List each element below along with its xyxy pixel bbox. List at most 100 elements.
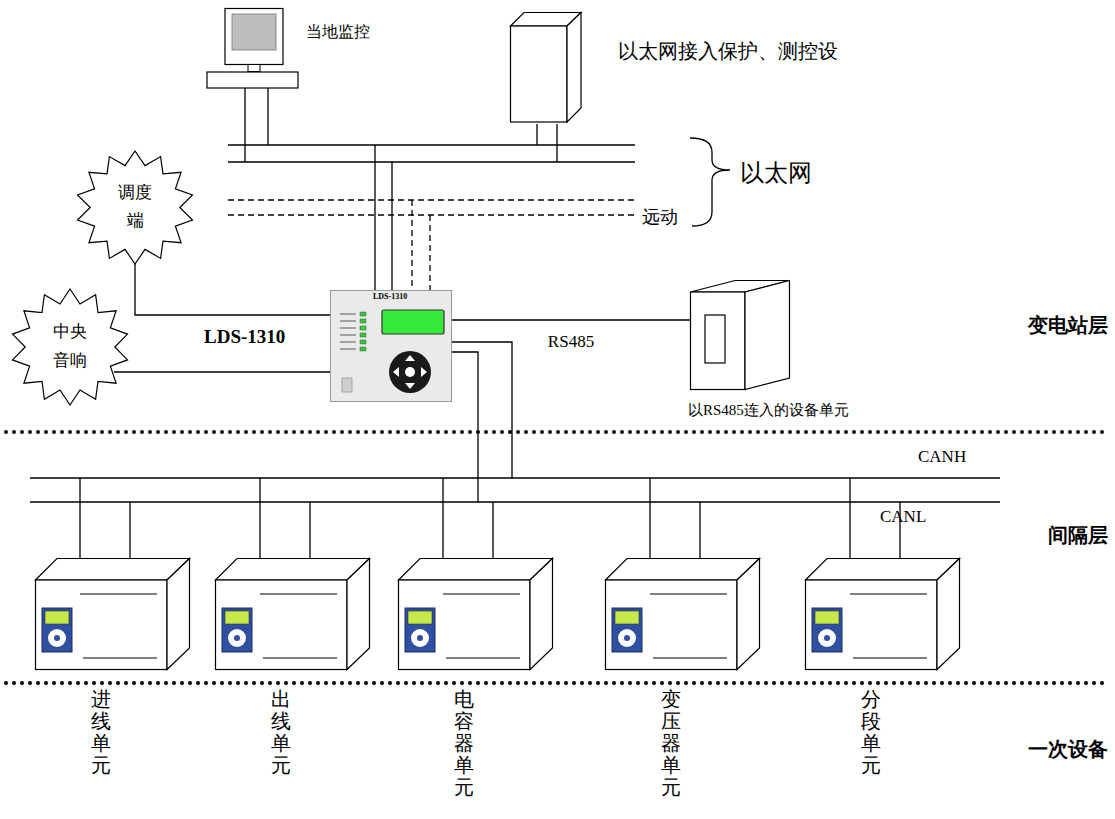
unit-lcd <box>815 611 839 624</box>
layer-label: 一次设备 <box>1028 736 1108 763</box>
key-up <box>405 355 415 361</box>
device-model: LDS-1310 <box>373 292 407 301</box>
unit-faceplate <box>612 608 642 652</box>
bay-unit: 电容器单元 <box>398 558 553 670</box>
unit-front <box>606 580 738 670</box>
connector-line <box>452 319 690 320</box>
unit-side <box>737 559 760 670</box>
bus-drop <box>244 108 245 162</box>
led-caption <box>340 320 356 322</box>
signal-name: CANH <box>918 447 966 467</box>
unit-side <box>937 559 960 670</box>
bus-drop <box>267 108 268 145</box>
can-drop <box>699 502 700 558</box>
key-right <box>421 367 427 377</box>
unit-faceplate <box>222 608 252 652</box>
unit-front <box>691 292 746 390</box>
unit-side <box>167 559 190 670</box>
cabinet-side <box>567 13 581 123</box>
layer-separator <box>6 430 1108 434</box>
device-label: 以太网接入保护、测控设 <box>618 38 838 65</box>
status-led <box>360 326 366 330</box>
lds-controller: LDS-1310 <box>330 290 452 402</box>
unit-side <box>530 559 553 670</box>
rsbox-drawing <box>690 280 790 390</box>
bus-label: 远动 <box>642 205 678 229</box>
rs485-device: 以RS485连入的设备单元 <box>690 280 790 390</box>
unit-top <box>606 559 760 581</box>
panel-line <box>650 593 727 594</box>
ethernet-bus <box>228 161 635 162</box>
device-label: LDS-1310 <box>204 326 285 348</box>
telecontrol-bus <box>228 214 635 215</box>
unit-top <box>216 559 370 581</box>
bus-label: 以太网 <box>740 157 812 189</box>
can-drop <box>129 502 130 558</box>
led-caption <box>340 327 356 329</box>
edge-label: RS485 <box>546 332 596 352</box>
unit-front <box>806 580 938 670</box>
unit-name: 电容器单元 <box>454 688 474 798</box>
bay-drawing <box>35 558 190 670</box>
unit-key <box>54 635 60 641</box>
keyboard-base <box>207 72 298 88</box>
can-drop <box>452 352 478 502</box>
monitor <box>225 9 283 65</box>
bay-unit: 出线单元 <box>215 558 370 670</box>
status-led <box>360 347 366 351</box>
computer-drawing <box>205 8 300 108</box>
unit-faceplate <box>812 608 842 652</box>
key-enter <box>405 367 415 377</box>
can-drop <box>309 502 310 558</box>
monitor-neck <box>248 65 260 72</box>
bus-drop <box>536 124 537 145</box>
starburst-outline <box>13 289 128 405</box>
unit-side <box>745 281 790 390</box>
unit-key <box>624 635 630 641</box>
unit-lcd <box>408 611 432 624</box>
ethernet-bus <box>228 144 635 145</box>
panel-line <box>446 657 520 658</box>
bus-drop <box>374 145 375 290</box>
status-led <box>360 340 366 344</box>
layer-label: 变电站层 <box>1028 312 1108 339</box>
can-drop <box>492 502 493 558</box>
lcd-screen <box>382 310 444 334</box>
panel-line <box>260 593 337 594</box>
unit-front <box>36 580 168 670</box>
cabinet-front <box>511 26 568 122</box>
panel-line <box>263 657 337 658</box>
computer-terminal: 当地监控 <box>205 8 300 108</box>
burst-drawing <box>75 150 195 265</box>
unit-top <box>806 559 960 581</box>
unit-front <box>399 580 531 670</box>
screen <box>232 14 276 50</box>
telecontrol-bus <box>228 199 635 200</box>
computer-leg <box>244 88 245 108</box>
led-caption <box>340 334 356 336</box>
bus-drop <box>556 124 557 162</box>
alarm-starburst: 中央音响 <box>10 288 130 406</box>
status-led <box>360 333 366 337</box>
panel-line <box>653 657 727 658</box>
tower-drawing <box>510 12 582 124</box>
can-drop <box>442 478 443 558</box>
computer-leg <box>267 88 268 108</box>
key-down <box>405 383 415 389</box>
key-left <box>393 367 399 377</box>
status-led <box>360 312 366 316</box>
bus-drop <box>429 215 430 290</box>
unit-top <box>36 559 190 581</box>
bay-drawing <box>805 558 960 670</box>
unit-lcd <box>45 611 69 624</box>
bus-drop <box>391 162 392 290</box>
bus-drop <box>411 200 412 290</box>
unit-faceplate <box>405 608 435 652</box>
dispatch-starburst: 调度端 <box>75 150 195 265</box>
starburst-outline <box>78 151 193 264</box>
connector-line <box>114 371 330 372</box>
panel-line <box>443 593 520 594</box>
can-drop <box>79 478 80 558</box>
unit-window <box>705 315 725 363</box>
